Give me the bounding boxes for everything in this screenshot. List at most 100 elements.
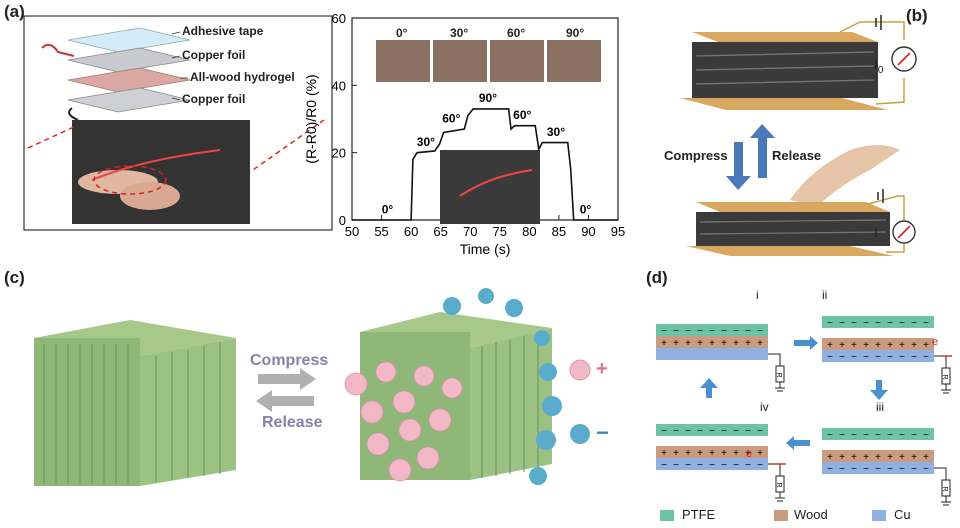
charge-sign: + — [923, 452, 929, 463]
layer-copper-top — [67, 47, 191, 73]
charge-sign: + — [757, 338, 763, 349]
legend-cu-label: Cu — [894, 507, 911, 522]
charge-sign: + — [911, 452, 917, 463]
charge-sign: + — [911, 340, 917, 351]
charge-sign: + — [673, 338, 679, 349]
y-tick-label: 20 — [332, 146, 346, 161]
x-tick-label: 85 — [552, 224, 566, 239]
charge-sign: − — [839, 352, 845, 363]
charge-sign: − — [839, 464, 845, 475]
wood-stack-uncompressed — [692, 42, 878, 98]
charge-sign: − — [827, 430, 833, 441]
panel-b-illustration — [680, 15, 917, 256]
thumb-label-60: 60° — [507, 26, 526, 40]
charge-sign: − — [661, 460, 667, 471]
charge-sign: + — [721, 338, 727, 349]
charge-sign: − — [875, 352, 881, 363]
charge-sign: − — [827, 318, 833, 329]
x-tick-label: 95 — [611, 224, 625, 239]
charge-sign: + — [745, 338, 751, 349]
charge-sign: − — [745, 460, 751, 471]
y-tick-label: 60 — [332, 11, 346, 26]
wood-layer — [822, 450, 934, 462]
stage-label-iii: iii — [876, 400, 884, 414]
charge-sign: − — [685, 460, 691, 471]
charge-sign: − — [673, 326, 679, 337]
flow-arrow-up-icon — [700, 378, 718, 398]
charge-sign: − — [757, 326, 763, 337]
thumb-label-0: 0° — [396, 26, 408, 40]
charge-sign: − — [899, 352, 905, 363]
charge-sign: − — [899, 318, 905, 329]
panel-d-illustration: −−−−−−−−−+++++++++R−−−−−−−−−+++++++++−−−… — [656, 316, 952, 506]
ptfe-layer — [656, 324, 768, 336]
layer-copper-bottom — [67, 87, 191, 113]
angle-annotation: 60° — [442, 111, 460, 125]
ptfe-layer — [656, 424, 768, 436]
current-label-top: I0 — [874, 56, 884, 76]
charge-sign: + — [863, 452, 869, 463]
angle-annotation: 30° — [547, 125, 565, 139]
charge-sign: + — [887, 452, 893, 463]
charge-sign: + — [839, 452, 845, 463]
label-copper-foil-top: Copper foil — [182, 48, 246, 62]
angle-thumbnails — [376, 40, 601, 82]
top-plate-lower — [680, 98, 888, 110]
charge-sign: − — [899, 464, 905, 475]
compressed-block-top — [360, 312, 552, 348]
charge-sign: − — [887, 318, 893, 329]
layer-unit: −−−−−−−−−+++++++++R — [656, 324, 785, 392]
cation-legend-icon — [569, 359, 591, 381]
charge-sign: − — [875, 464, 881, 475]
charge-sign: − — [875, 430, 881, 441]
inset-photo — [440, 150, 540, 224]
anion-particles — [443, 288, 562, 485]
charge-sign: + — [827, 340, 833, 351]
charge-sign: + — [697, 448, 703, 459]
panel-b-label: (b) — [906, 6, 928, 25]
label-all-wood-hydrogel: All-wood hydrogel — [190, 70, 295, 84]
panel-b-release-label: Release — [772, 148, 822, 163]
bottom-plate-upper — [696, 202, 890, 212]
top-plate-upper — [692, 32, 878, 42]
charge-sign: + — [839, 340, 845, 351]
compress-arrow-icon — [734, 142, 743, 176]
panel-d-label: (d) — [646, 268, 668, 287]
flow-arrow-left-icon — [786, 436, 810, 450]
angle-annotation: 0° — [580, 202, 592, 216]
charge-sign: + — [899, 452, 905, 463]
charge-sign: + — [685, 448, 691, 459]
cation-particles — [344, 361, 463, 482]
charge-sign: − — [721, 326, 727, 337]
charge-sign: − — [863, 430, 869, 441]
charge-sign: − — [923, 318, 929, 329]
charge-sign: − — [911, 464, 917, 475]
cu-layer — [656, 348, 768, 360]
panel-c-illustration — [34, 288, 591, 486]
wood-layer — [656, 446, 768, 458]
angle-annotation: 90° — [479, 91, 497, 105]
charge-sign: + — [851, 452, 857, 463]
charge-sign: − — [673, 426, 679, 437]
x-tick-label: 75 — [493, 224, 507, 239]
charge-sign: + — [733, 448, 739, 459]
ptfe-layer — [822, 316, 934, 328]
charge-sign: + — [875, 340, 881, 351]
resistance-series-line — [352, 108, 618, 221]
thumb-label-30: 30° — [450, 26, 469, 40]
svg-text:R: R — [775, 482, 782, 487]
panel-c-release-label: Release — [262, 414, 323, 431]
svg-text:R: R — [775, 372, 782, 377]
charge-sign: + — [757, 448, 763, 459]
charge-sign: − — [745, 426, 751, 437]
thumb-label-90: 90° — [566, 26, 585, 40]
wood-layer — [656, 336, 768, 348]
charge-sign: − — [709, 326, 715, 337]
charge-sign: − — [863, 464, 869, 475]
layer-adhesive-tape — [67, 27, 191, 53]
charge-sign: − — [685, 426, 691, 437]
charge-sign: − — [911, 352, 917, 363]
x-axis-label: Time (s) — [460, 241, 511, 257]
anion-legend-icon — [570, 424, 590, 444]
plus-sign: + — [596, 358, 608, 380]
